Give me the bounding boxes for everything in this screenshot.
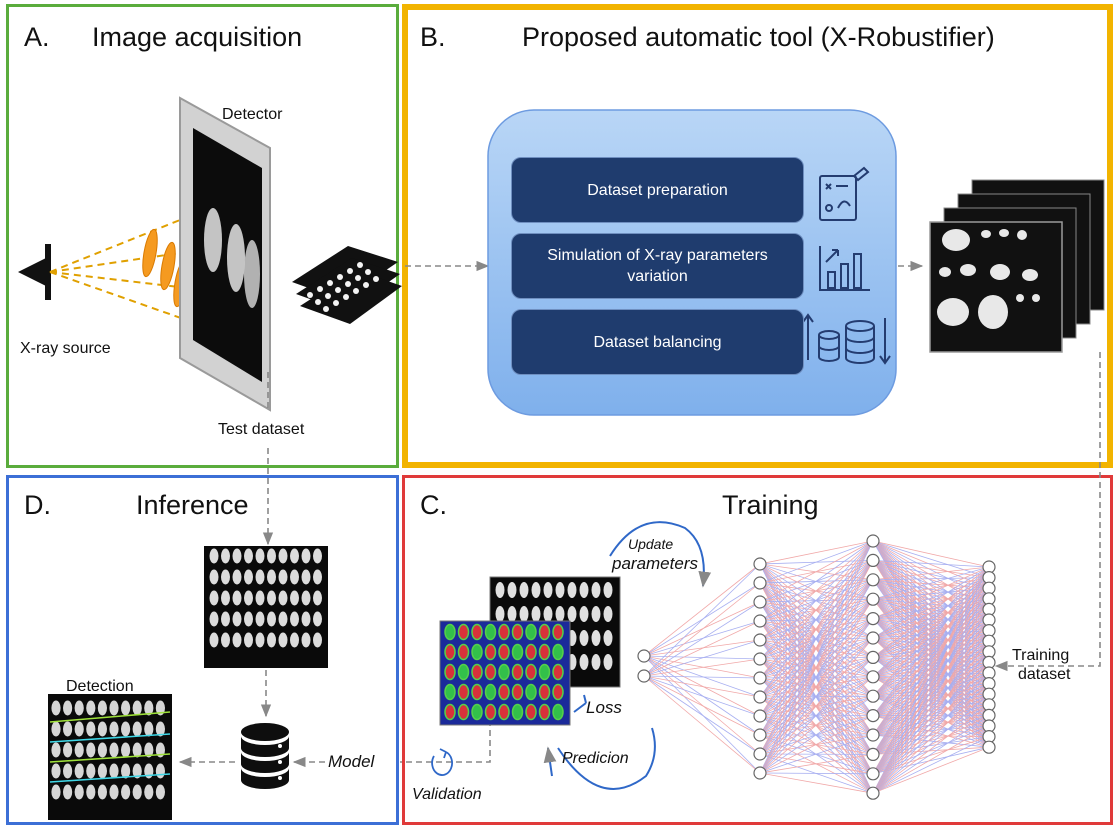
database-icon <box>241 723 289 789</box>
panel-c-frame <box>402 475 1113 825</box>
rotate-icon <box>431 748 453 776</box>
detector-label: Detector <box>222 106 283 123</box>
detection-label: Detection <box>66 678 134 695</box>
database-balance-icon <box>802 313 891 365</box>
checklist-icon <box>819 166 870 221</box>
panel-d-title: Inference <box>136 490 249 520</box>
model-label: Model <box>328 752 375 771</box>
panel-d-letter: D. <box>24 490 51 520</box>
detection-image <box>48 694 172 820</box>
panel-a-frame <box>6 4 399 468</box>
prediction-label: Predicion <box>562 750 629 767</box>
step-simulation: Simulation of X-ray parameters variation <box>511 233 804 299</box>
update-label-1: Update <box>628 536 674 552</box>
loss-label: Loss <box>586 698 622 717</box>
bar-chart-icon <box>819 246 870 291</box>
test-dataset-label: Test dataset <box>218 421 305 438</box>
panel-b-frame <box>402 4 1113 468</box>
test-image <box>204 546 328 668</box>
augmented-images-stack <box>929 179 1105 353</box>
step-dataset-preparation: Dataset preparation <box>511 157 804 223</box>
validation-label: Validation <box>412 786 482 803</box>
image-stack-icon <box>292 246 402 324</box>
panel-b-letter: B. <box>420 22 446 52</box>
xray-source-label: X-ray source <box>20 340 111 357</box>
detector-icon <box>179 96 271 412</box>
training-dataset-label-2: dataset <box>1018 666 1071 683</box>
update-label-2: parameters <box>612 554 698 573</box>
cycle-arrows <box>543 521 712 790</box>
panel-a-title: Image acquisition <box>92 22 303 52</box>
xray-source-icon <box>18 244 51 300</box>
training-dataset-label-1: Training <box>1012 647 1070 664</box>
neural-network <box>637 534 996 800</box>
training-images <box>439 576 621 726</box>
panel-c-title: Training <box>722 490 819 520</box>
panel-b-title: Proposed automatic tool (X-Robustifier) <box>522 22 995 52</box>
panel-c-letter: C. <box>420 490 447 520</box>
step-dataset-balancing: Dataset balancing <box>511 309 804 375</box>
panel-a-letter: A. <box>24 22 50 52</box>
panel-d-frame <box>6 475 399 825</box>
